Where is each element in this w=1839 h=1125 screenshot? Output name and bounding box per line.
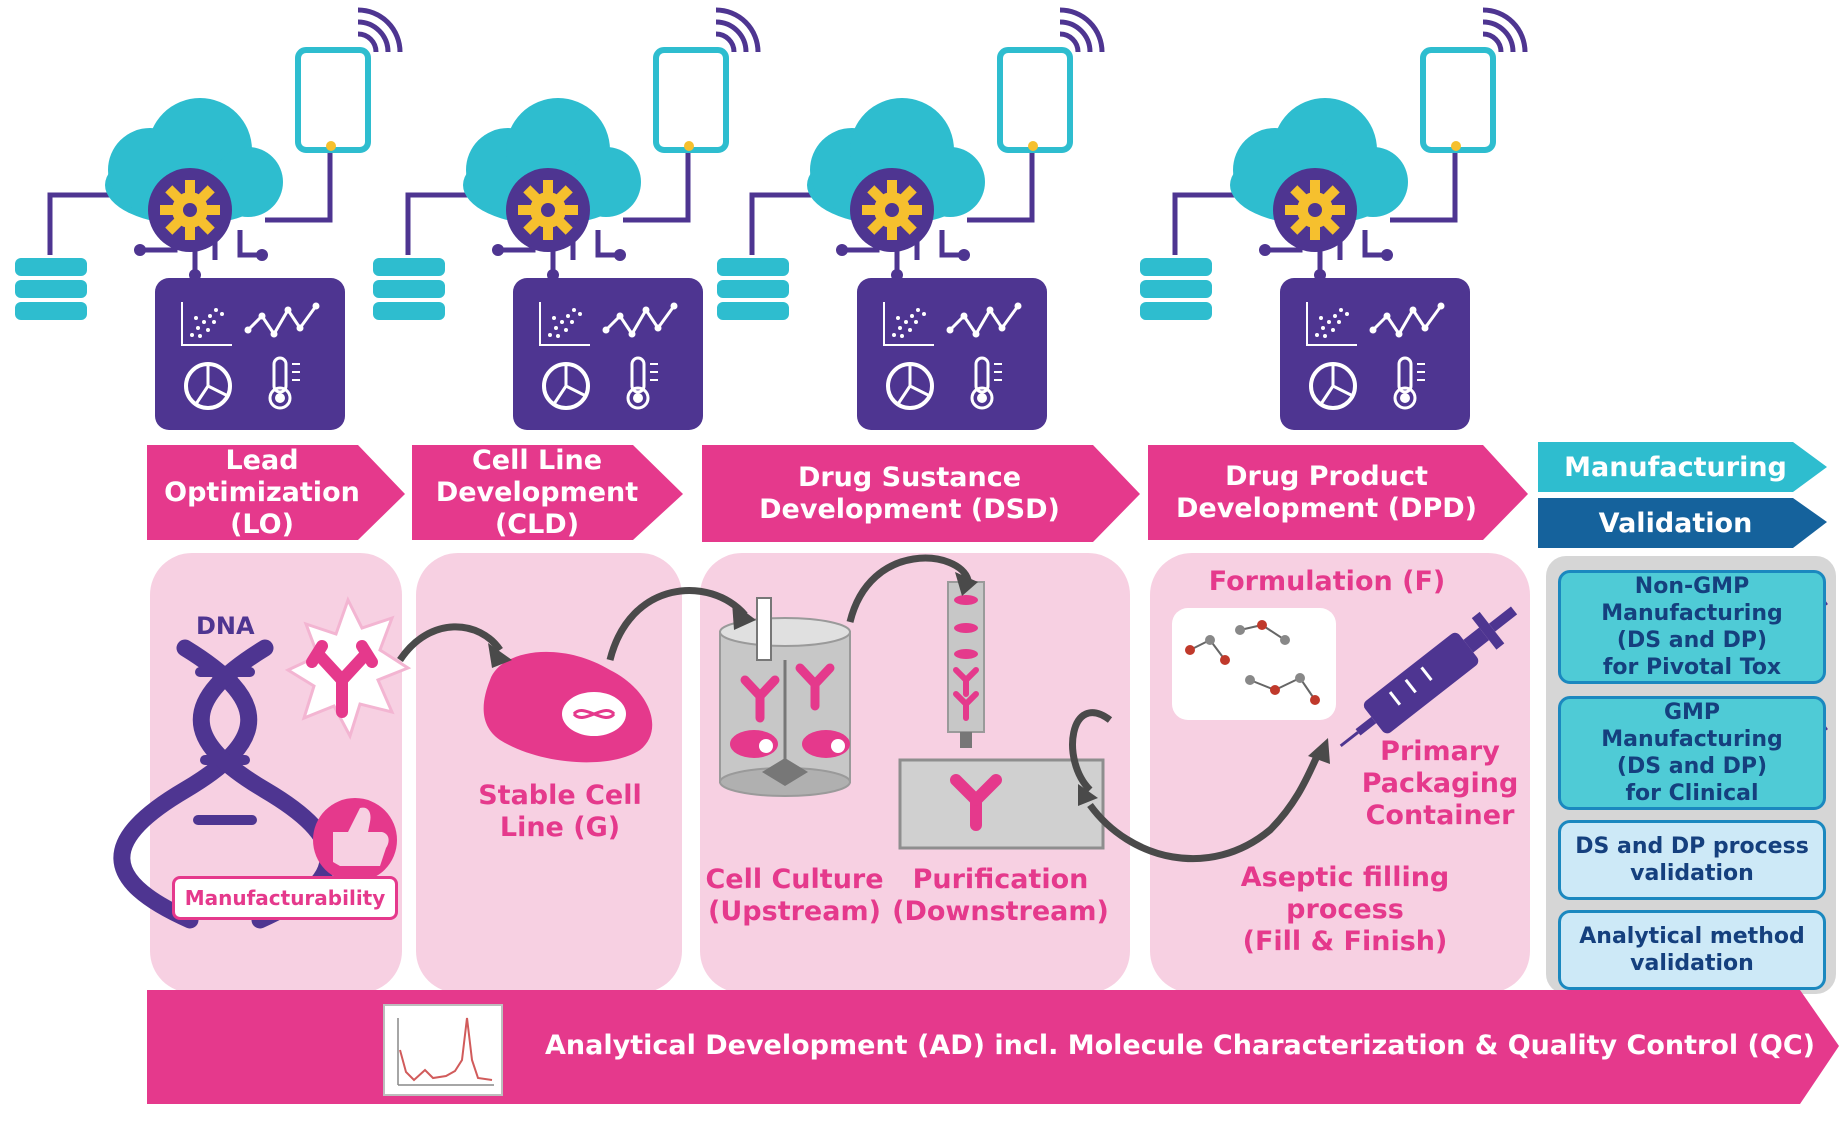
flow-arrows (397, 554, 1324, 863)
iot-unit-dsd (717, 7, 1105, 430)
scatter-plot-icon (883, 302, 934, 346)
tablet-wireless-icon (997, 7, 1105, 153)
cell-icon (483, 651, 653, 763)
analytical-bar-label: Analytical Development (AD) incl. Molecu… (545, 1030, 1816, 1061)
database-icon (1140, 258, 1212, 320)
tablet-wireless-icon (653, 7, 761, 153)
stage-arrow-cld (412, 445, 683, 540)
thermometer-icon (268, 356, 300, 410)
scatter-plot-icon (539, 302, 590, 346)
iot-unit-lo (15, 7, 403, 430)
tablet-wireless-icon (295, 7, 403, 153)
line-chart-icon (244, 302, 320, 338)
chromatogram-icon (383, 1004, 503, 1096)
dna-label: DNA (196, 612, 255, 640)
analytical-bar-arrow (147, 990, 1839, 1104)
bioreactor-icon (719, 597, 851, 797)
purification-vessel-icon (898, 758, 1105, 850)
tablet-wireless-icon (1420, 7, 1528, 153)
manufacturability-tag: Manufacturability (172, 876, 398, 920)
cloud-gear-icon (1230, 98, 1408, 252)
scatter-plot-icon (1306, 302, 1357, 346)
analytics-panel (857, 278, 1047, 430)
stage-arrow-dsd (702, 445, 1140, 542)
database-icon (373, 258, 445, 320)
database-icon (15, 258, 87, 320)
database-icon (717, 258, 789, 320)
thermometer-icon (1393, 356, 1425, 410)
thumbs-up-icon (313, 798, 397, 882)
thermometer-icon (970, 356, 1002, 410)
chromatography-column-icon (947, 581, 985, 748)
thermometer-icon (626, 356, 658, 410)
line-chart-icon (946, 302, 1022, 338)
molecule-icon (1172, 608, 1336, 720)
antibody-burst-icon (284, 596, 412, 740)
syringe-icon (1339, 606, 1518, 748)
cell-culture-label: Cell Culture(Upstream) (705, 864, 884, 927)
pie-chart-icon (886, 362, 934, 410)
cloud-gear-icon (807, 98, 985, 252)
flow-arrowheads (488, 572, 1330, 806)
pie-chart-icon (1309, 362, 1357, 410)
iot-unit-dpd (1140, 7, 1528, 430)
stage-arrow-dpd (1148, 445, 1528, 540)
pie-chart-icon (184, 362, 232, 410)
validation-arrow (1538, 498, 1827, 548)
manufacturing-title: Manufacturing (1564, 451, 1787, 483)
formulation-label: Formulation (F) (1208, 566, 1446, 597)
scatter-plot-icon (181, 302, 232, 346)
validation-title: Validation (1598, 507, 1753, 539)
stage-arrow-lo (147, 445, 405, 540)
iot-unit-cld (373, 7, 761, 430)
line-chart-icon (1369, 302, 1445, 338)
cloud-gear-icon (105, 98, 283, 252)
manufacturing-arrow (1538, 442, 1827, 492)
analytics-panel (155, 278, 345, 430)
cloud-gear-icon (463, 98, 641, 252)
analytics-panel (513, 278, 703, 430)
analytics-panel (1280, 278, 1470, 430)
pie-chart-icon (542, 362, 590, 410)
purification-label: Purification(Downstream) (892, 864, 1109, 927)
line-chart-icon (602, 302, 678, 338)
